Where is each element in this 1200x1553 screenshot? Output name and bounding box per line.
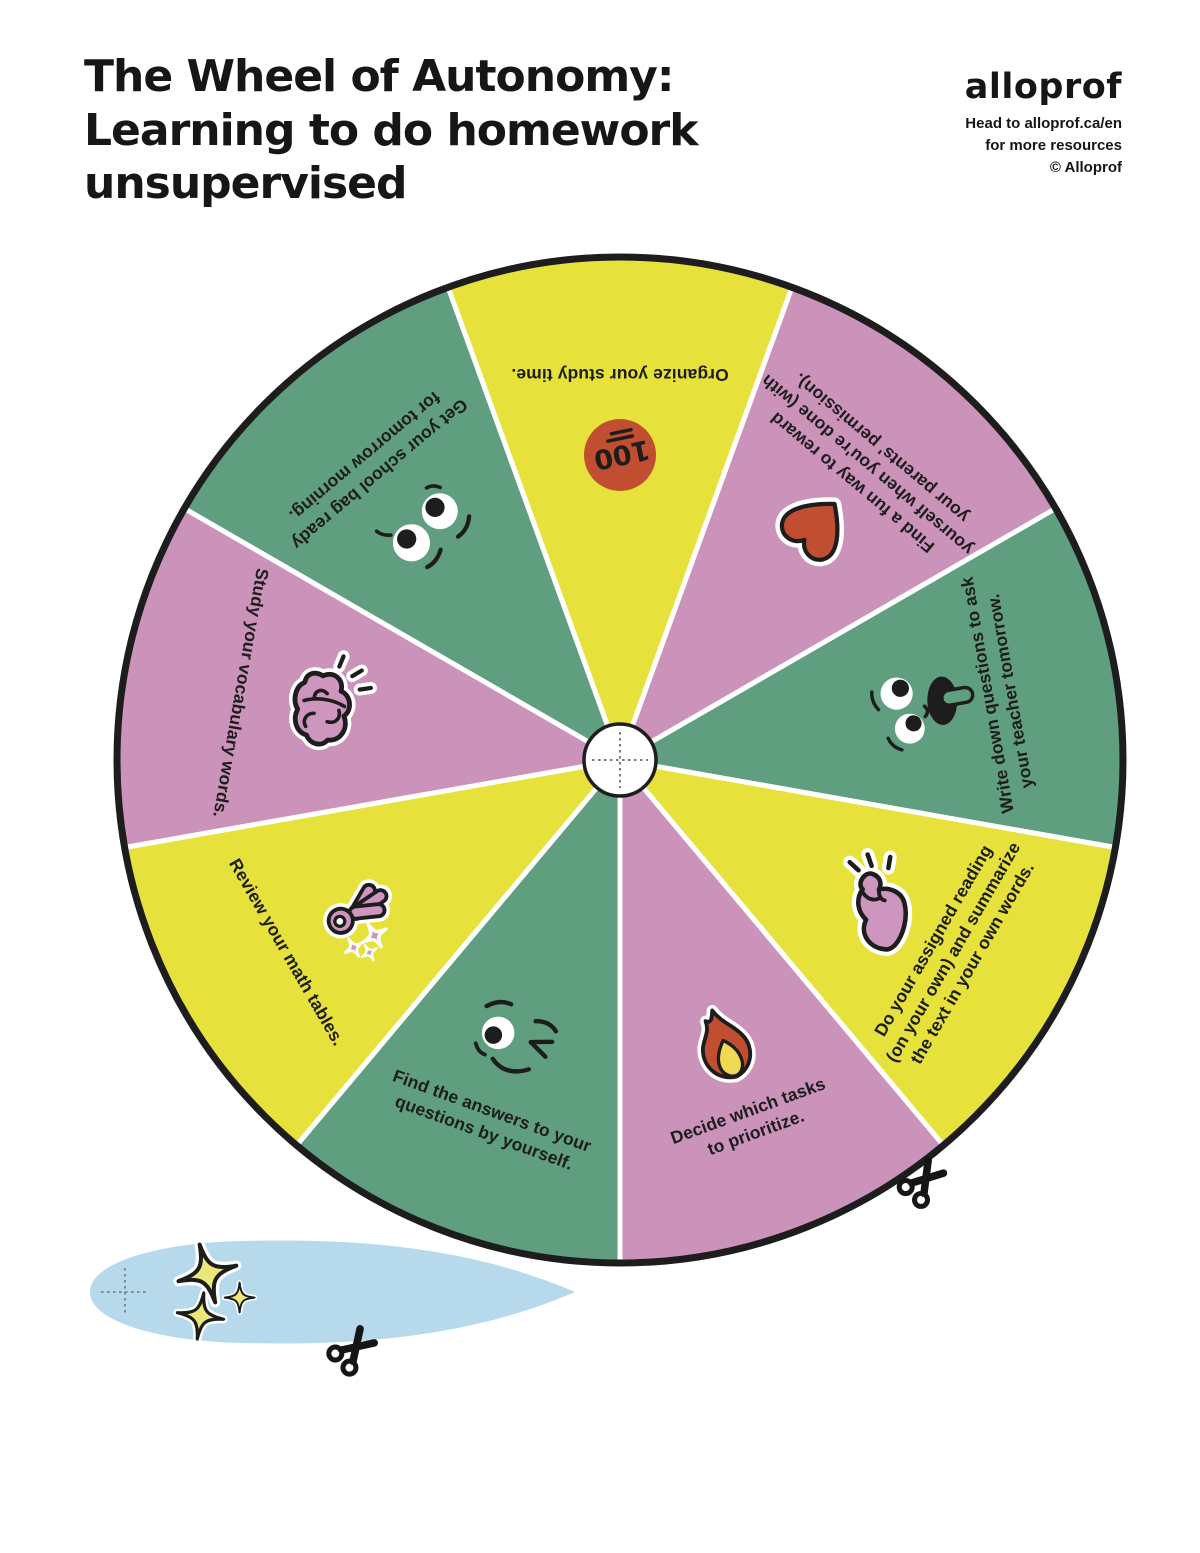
segment-label-text: Organize your study time. bbox=[511, 365, 729, 386]
scissors-blade-2 bbox=[920, 1156, 932, 1198]
eyes-icon bbox=[374, 484, 472, 570]
hundred-underline-2 bbox=[609, 427, 633, 436]
scissors-handle-2 bbox=[912, 1190, 931, 1209]
hundred-points-icon: 100 bbox=[584, 419, 656, 491]
eyes-pupil-left bbox=[425, 497, 445, 517]
wink-brow-right bbox=[533, 1019, 559, 1034]
wink-cheek-left bbox=[473, 1041, 487, 1057]
silly-face-icon bbox=[870, 676, 975, 752]
wink-brow-left bbox=[484, 999, 514, 1009]
brain-spark-1 bbox=[350, 668, 364, 679]
scissors-handle-2 bbox=[340, 1358, 359, 1377]
brain-spark-3 bbox=[337, 654, 346, 669]
ok-hand-icon bbox=[323, 879, 393, 962]
wheel-rim bbox=[113, 253, 1127, 1267]
eyes-cheek-left bbox=[424, 484, 442, 490]
ok-hand-ring-hole bbox=[333, 914, 347, 928]
biceps-shape bbox=[856, 871, 908, 952]
biceps-thumb-line bbox=[876, 887, 887, 903]
silly-nose bbox=[922, 704, 930, 719]
heart-icon bbox=[775, 497, 844, 567]
silly-pupil-left bbox=[905, 715, 922, 732]
brain-icon bbox=[289, 650, 377, 751]
brand-copyright: © Alloprof bbox=[1049, 158, 1122, 176]
biceps-spark-3 bbox=[847, 859, 861, 873]
eyes-pupil-right bbox=[397, 529, 417, 549]
tagline-line1: Head to alloprof.ca/en bbox=[965, 115, 1122, 132]
poster-title: The Wheel of Autonomy: Learning to do ho… bbox=[84, 51, 699, 210]
spinner-pivot-crosshair bbox=[101, 1268, 149, 1316]
fire-icon bbox=[697, 1004, 756, 1083]
biceps-fist-line bbox=[860, 890, 883, 902]
brain-center-line bbox=[302, 697, 347, 709]
eyes-brow-right bbox=[425, 547, 443, 570]
spinner-teardrop bbox=[90, 1240, 575, 1344]
wink-smile bbox=[490, 1056, 531, 1074]
scissors-blade-2 bbox=[349, 1325, 364, 1366]
alloprof-logo: alloprof bbox=[964, 67, 1122, 107]
scissors-handle-1 bbox=[326, 1344, 345, 1363]
spinner-pointer bbox=[90, 1239, 575, 1344]
winking-face-icon bbox=[473, 999, 559, 1074]
scissors-icon bbox=[896, 1156, 948, 1209]
wink-eye-right bbox=[528, 1039, 555, 1059]
flexed-biceps-icon bbox=[843, 848, 913, 956]
scissors-handle-1 bbox=[896, 1178, 915, 1197]
heart-shape bbox=[779, 501, 840, 562]
silly-brow-right bbox=[870, 690, 881, 712]
scissors-icon-spinner bbox=[326, 1325, 378, 1377]
silly-brow-left bbox=[886, 736, 904, 752]
brain-squiggle-1 bbox=[312, 688, 330, 701]
brand-block: alloprof Head to alloprof.ca/en for more… bbox=[965, 70, 1122, 178]
ok-hand-stars bbox=[343, 922, 388, 962]
sparkles-icon bbox=[173, 1239, 258, 1344]
eyes-brow-left bbox=[455, 514, 472, 539]
hundred-circle bbox=[584, 419, 656, 491]
brain-shape bbox=[292, 670, 352, 747]
hundred-underline-1 bbox=[606, 434, 635, 443]
wheel-hub bbox=[582, 722, 658, 798]
brain-spark-2 bbox=[357, 685, 373, 692]
brand-tagline: Head to alloprof.ca/en for more resource… bbox=[965, 113, 1122, 178]
silly-tongue bbox=[940, 685, 975, 707]
biceps-spark-2 bbox=[886, 854, 893, 871]
wink-pupil-left bbox=[484, 1026, 503, 1044]
tagline-line2: for more resources bbox=[985, 136, 1122, 154]
eyes-cheek-right bbox=[374, 529, 393, 537]
sparkles-stars bbox=[175, 1242, 256, 1341]
brain-squiggle-3 bbox=[302, 711, 316, 729]
biceps-spark-1 bbox=[865, 852, 874, 869]
silly-pupil-right bbox=[891, 679, 909, 697]
fire-inner-flame bbox=[716, 1038, 745, 1078]
brain-squiggle-2 bbox=[325, 708, 342, 725]
